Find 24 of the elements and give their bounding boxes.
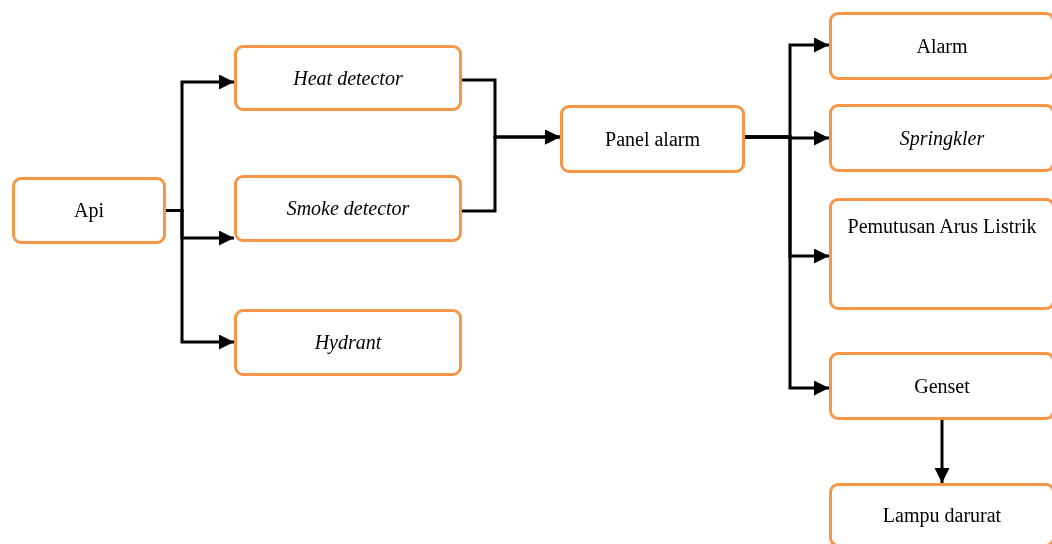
process-box	[829, 12, 1052, 80]
node-label: Springkler	[899, 126, 985, 150]
process-box	[234, 309, 462, 376]
node-label: Alarm	[916, 34, 968, 58]
process-box	[829, 104, 1052, 172]
process-box	[829, 352, 1052, 420]
node-label: Hydrant	[314, 331, 382, 354]
process-box	[829, 198, 1052, 310]
process-box	[234, 45, 462, 111]
arrow	[934, 420, 950, 483]
process-box	[829, 483, 1052, 544]
arrow	[462, 129, 560, 213]
process-box	[560, 105, 745, 173]
node-label: Genset	[914, 374, 970, 398]
process-box	[234, 175, 462, 242]
arrow	[166, 209, 234, 350]
node-label: Api	[74, 199, 104, 222]
node-label: Pemutusan Arus Listrik	[847, 215, 1037, 238]
process-box	[12, 177, 166, 244]
node-label: Lampu darurat	[882, 503, 1002, 527]
arrow	[745, 135, 829, 396]
node-label: Smoke detector	[286, 197, 410, 220]
node-label: Panel alarm	[605, 127, 700, 151]
node-label: Heat detector	[293, 66, 403, 90]
